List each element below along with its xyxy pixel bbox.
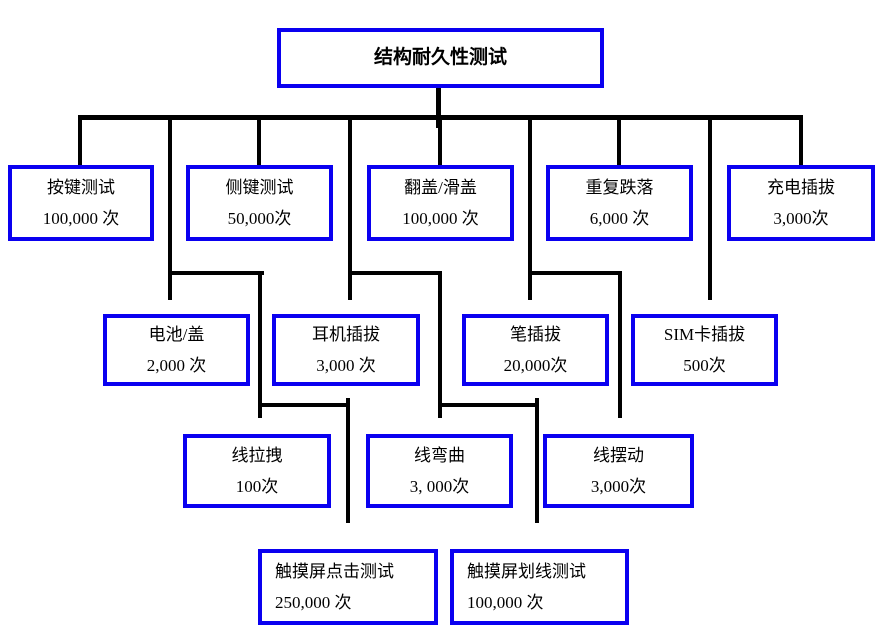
node-button-test: 按键测试 100,000 次 <box>8 165 154 241</box>
connector-drop-sim-card-plug-test <box>708 115 712 300</box>
node-touchscreen-tap-test: 触摸屏点击测试 250,000 次 <box>258 549 438 625</box>
node-title: 侧键测试 <box>225 178 294 197</box>
node-cable-bend-test: 线弯曲 3, 000次 <box>366 434 513 508</box>
connector-drop-battery-cover-test <box>168 115 172 300</box>
connector-elbow-cable-pull <box>168 271 264 275</box>
node-count: 250,000 次 <box>275 593 352 612</box>
connector-drop-charger-plug-test <box>799 115 803 165</box>
connector-drop-stylus-plug-test <box>528 115 532 300</box>
node-count: 50,000次 <box>227 209 292 228</box>
node-count: 20,000次 <box>503 356 568 375</box>
node-title: 笔插拔 <box>510 325 561 344</box>
node-count: 2,000 次 <box>146 356 207 375</box>
node-headset-plug-test: 耳机插拔 3,000 次 <box>272 314 420 386</box>
connector-drop-touchscreen-swipe-test <box>535 398 539 523</box>
node-count: 3,000次 <box>590 477 647 496</box>
node-count: 3, 000次 <box>409 477 470 496</box>
node-count: 6,000 次 <box>589 209 650 228</box>
node-title: 电池/盖 <box>148 325 205 344</box>
node-count: 100,000 次 <box>42 209 120 228</box>
node-title: 耳机插拔 <box>312 325 380 344</box>
node-stylus-plug-test: 笔插拔 20,000次 <box>462 314 609 386</box>
node-charger-plug-test: 充电插拔 3,000次 <box>727 165 875 241</box>
node-title: 线摆动 <box>593 446 644 465</box>
node-cable-pull-test: 线拉拽 100次 <box>183 434 331 508</box>
node-title: 按键测试 <box>47 178 115 197</box>
connector-drop-touchscreen-tap-test <box>346 398 350 523</box>
node-title: 触摸屏划线测试 <box>467 562 586 581</box>
node-count: 100,000 次 <box>467 593 544 612</box>
node-title: 线弯曲 <box>414 446 465 465</box>
node-title: 结构耐久性测试 <box>373 47 507 68</box>
node-title: 重复跌落 <box>585 178 654 197</box>
connector-drop-button-test <box>78 115 82 165</box>
node-title: 触摸屏点击测试 <box>275 562 394 581</box>
connector-elbow-cable-bend <box>348 271 442 275</box>
connector-drop-headset-plug-test <box>348 115 352 300</box>
node-touchscreen-swipe-test: 触摸屏划线测试 100,000 次 <box>450 549 629 625</box>
connector-drop-cable-bend-test <box>438 271 442 418</box>
connector-drop-side-key-test <box>257 115 261 165</box>
connector-drop-repeated-drop-test <box>617 115 621 165</box>
node-title: 翻盖/滑盖 <box>404 178 477 197</box>
node-count: 100次 <box>235 477 279 496</box>
connector-drop-flip-slide-test <box>438 115 442 165</box>
connector-root-stub <box>436 88 441 128</box>
connector-drop-cable-pull-test <box>258 271 262 418</box>
node-count: 100,000 次 <box>402 209 479 228</box>
node-repeated-drop-test: 重复跌落 6,000 次 <box>546 165 693 241</box>
node-title: SIM卡插拔 <box>663 325 746 344</box>
node-cable-swing-test: 线摆动 3,000次 <box>543 434 694 508</box>
connector-elbow-touchscreen-tap <box>260 403 350 407</box>
node-battery-cover-test: 电池/盖 2,000 次 <box>103 314 250 386</box>
connector-elbow-cable-swing <box>528 271 622 275</box>
node-count: 3,000 次 <box>316 356 376 375</box>
node-title: 线拉拽 <box>231 446 283 465</box>
connector-drop-cable-swing-test <box>618 271 622 418</box>
node-count: 3,000次 <box>773 209 829 228</box>
node-sim-card-plug-test: SIM卡插拔 500次 <box>631 314 778 386</box>
node-title: 充电插拔 <box>767 178 835 197</box>
connector-elbow-touchscreen-swipe <box>440 403 539 407</box>
node-count: 500次 <box>683 356 726 375</box>
node-root-structural-durability-test: 结构耐久性测试 <box>277 28 604 88</box>
node-flip-slide-test: 翻盖/滑盖 100,000 次 <box>367 165 514 241</box>
node-side-key-test: 侧键测试 50,000次 <box>186 165 333 241</box>
